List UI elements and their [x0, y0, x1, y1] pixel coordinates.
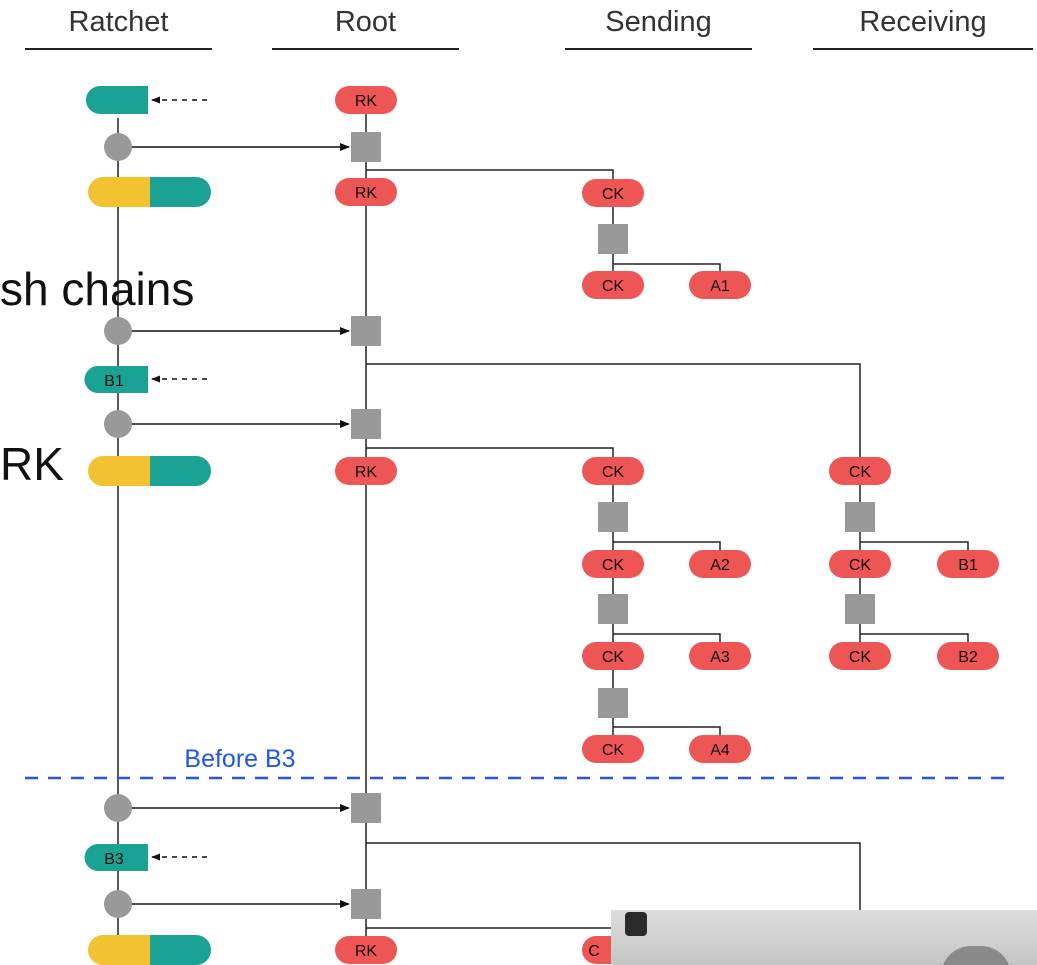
kdf-square: [351, 409, 381, 439]
svg-text:CK: CK: [602, 278, 625, 295]
kdf-square: [598, 594, 628, 624]
background-slide-text-chains: sh chains: [0, 263, 195, 315]
branch-to-sending-2: [366, 447, 614, 462]
dh-circle: [104, 794, 132, 822]
column-header-ratchet: Ratchet: [68, 6, 169, 38]
root-key: RK: [335, 86, 397, 114]
message-key-a1: A1: [689, 271, 751, 299]
ratchet-public-key: [86, 86, 148, 114]
svg-text:A4: A4: [710, 742, 730, 759]
sending-chain-key: CK: [582, 735, 644, 763]
receiving-chain-key: CK: [829, 550, 891, 578]
root-key: RK: [335, 457, 397, 485]
message-key-b2: B2: [937, 642, 999, 670]
svg-text:A1: A1: [710, 278, 730, 295]
column-header-sending: Sending: [605, 6, 712, 38]
svg-text:C: C: [588, 943, 600, 960]
kdf-square: [351, 793, 381, 823]
message-key-b1: B1: [937, 550, 999, 578]
svg-text:CK: CK: [849, 464, 872, 481]
svg-text:RK: RK: [355, 93, 378, 110]
svg-text:CK: CK: [602, 186, 625, 203]
branch-to-sending-3: [366, 927, 614, 965]
kdf-square: [845, 594, 875, 624]
kdf-square: [598, 688, 628, 718]
dh-circle: [104, 410, 132, 438]
sending-chain-key: CK: [582, 457, 644, 485]
column-header-root: Root: [334, 6, 397, 38]
branch-to-receiving: [366, 363, 861, 462]
svg-text:B1: B1: [958, 557, 978, 574]
root-key: RK: [335, 178, 397, 206]
svg-text:CK: CK: [602, 649, 625, 666]
sending-chain-key: CK: [582, 550, 644, 578]
photo-object: [941, 946, 1011, 965]
ratchet-keypair: [88, 456, 211, 486]
svg-text:A2: A2: [710, 557, 730, 574]
svg-text:A3: A3: [710, 649, 730, 666]
message-key-a3: A3: [689, 642, 751, 670]
dh-circle: [104, 133, 132, 161]
svg-text:CK: CK: [602, 464, 625, 481]
receiving-chain-key: CK: [829, 642, 891, 670]
ratchet-keypair: [88, 177, 211, 207]
svg-text:CK: CK: [602, 557, 625, 574]
sending-chain-key: CK: [582, 179, 644, 207]
ratchet-key-b1: B1: [84, 366, 148, 393]
svg-text:B3: B3: [104, 851, 124, 868]
svg-text:RK: RK: [355, 185, 378, 202]
ratchet-keypair: [88, 935, 211, 965]
svg-text:RK: RK: [355, 464, 378, 481]
camera-icon: [625, 912, 647, 936]
svg-text:CK: CK: [602, 742, 625, 759]
column-rule-ratchet: [25, 48, 212, 50]
sending-chain-key: CK: [582, 642, 644, 670]
svg-text:CK: CK: [849, 649, 872, 666]
background-slide-text-rk: RK: [0, 438, 64, 490]
root-key: RK: [335, 936, 397, 964]
camera-photo-overlay: [611, 910, 1037, 965]
kdf-square: [845, 502, 875, 532]
column-header-receiving: Receiving: [859, 6, 987, 38]
branch-to-sending-1: [366, 169, 614, 185]
kdf-square: [598, 224, 628, 254]
svg-text:B1: B1: [104, 373, 124, 390]
kdf-square: [351, 889, 381, 919]
separator-label: Before B3: [184, 745, 295, 773]
column-rule-sending: [565, 48, 752, 50]
svg-text:CK: CK: [849, 557, 872, 574]
ratchet-key-b3: B3: [84, 844, 148, 871]
column-rule-root: [272, 48, 459, 50]
dh-circle: [104, 890, 132, 918]
sending-chain-key: CK: [582, 271, 644, 299]
svg-text:RK: RK: [355, 943, 378, 960]
receiving-chain-key: CK: [829, 457, 891, 485]
kdf-square: [351, 316, 381, 346]
message-key-a4: A4: [689, 735, 751, 763]
kdf-square: [351, 132, 381, 162]
svg-text:B2: B2: [958, 649, 978, 666]
kdf-square: [598, 502, 628, 532]
column-rule-receiving: [813, 48, 1033, 50]
message-key-a2: A2: [689, 550, 751, 578]
dh-circle: [104, 317, 132, 345]
